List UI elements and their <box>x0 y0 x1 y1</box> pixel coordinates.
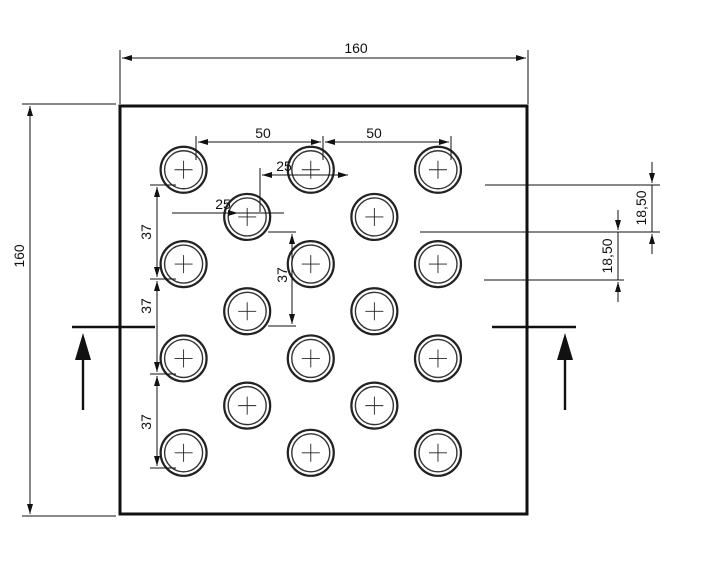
pitch-x-label-1: 50 <box>255 125 271 141</box>
hole-inner-circle <box>354 385 395 426</box>
hole <box>286 240 335 289</box>
pitch-y-label-4: 37 <box>274 267 290 283</box>
hole <box>286 334 335 383</box>
overall-height-label: 160 <box>11 244 27 268</box>
hole-inner-circle <box>163 150 204 190</box>
hole <box>159 428 208 477</box>
pitch-y-label-2: 37 <box>138 298 154 314</box>
hole-inner-circle <box>291 150 331 190</box>
hole-inner-circle <box>163 244 204 284</box>
hole-inner-circle <box>291 338 331 379</box>
section-arrow-right-icon <box>557 333 573 360</box>
hole-inner-circle <box>354 197 395 237</box>
hole <box>350 192 399 242</box>
pitch-y-offset-dimension: 37 <box>268 231 296 327</box>
offset-x-label-2: 25 <box>215 196 231 212</box>
pitch-y-label-1: 37 <box>138 224 154 240</box>
hole-inner-circle <box>354 291 395 331</box>
hole <box>350 287 399 336</box>
overall-width-label: 160 <box>344 40 368 56</box>
hole-inner-circle <box>418 338 458 379</box>
hole-inner-circle <box>163 433 204 473</box>
offset-x-label-1: 25 <box>276 158 292 174</box>
hole <box>223 381 272 430</box>
section-arrow-left-icon <box>75 333 91 360</box>
hole <box>413 334 463 383</box>
hole-inner-circle <box>418 150 458 190</box>
hole <box>159 240 208 289</box>
hole <box>286 428 335 477</box>
hole <box>350 381 399 430</box>
plate-outline <box>118 104 529 516</box>
hole-inner-circle <box>163 338 204 379</box>
half-pitch-label-2: 18,50 <box>599 238 615 273</box>
overall-width-dimension: 160 <box>119 40 529 104</box>
hole <box>159 334 208 383</box>
section-indicator-right <box>492 325 576 410</box>
half-pitch-label-1: 18,50 <box>633 190 649 225</box>
hole <box>286 145 335 194</box>
hole <box>413 428 463 477</box>
hole-inner-circle <box>227 385 267 426</box>
hole <box>223 192 272 242</box>
offset-x-dimensions: 25 25 <box>172 158 348 216</box>
pitch-y-dimensions: 37 37 37 <box>138 184 176 469</box>
section-indicator-left <box>72 325 155 410</box>
half-pitch-dimensions: 18,50 18,50 <box>420 162 660 302</box>
overall-height-dimension: 160 <box>11 103 116 517</box>
holes-layer <box>159 145 463 477</box>
pitch-y-label-3: 37 <box>138 414 154 430</box>
hole <box>413 145 463 194</box>
hole-inner-circle <box>227 291 267 331</box>
hole-inner-circle <box>291 433 331 473</box>
hole <box>413 240 463 289</box>
hole-inner-circle <box>418 433 458 473</box>
pitch-x-dimensions: 50 50 <box>195 125 452 160</box>
hole-inner-circle <box>418 244 458 284</box>
hole-inner-circle <box>227 197 267 237</box>
pitch-x-label-2: 50 <box>366 125 382 141</box>
hole <box>159 145 208 194</box>
hole <box>223 287 272 336</box>
